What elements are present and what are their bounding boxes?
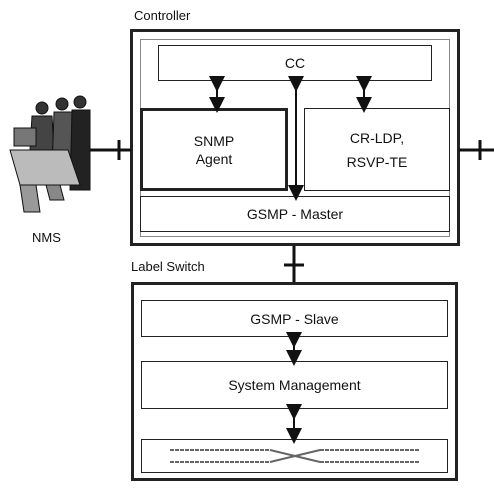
system-management-label: System Management [228,377,361,393]
label-switch-title: Label Switch [131,259,205,274]
cc-label: CC [284,55,306,71]
cc-block: CC [158,45,432,81]
nms-operators-icon [9,95,91,213]
switch-fabric-lines [170,449,420,463]
crldp-rsvpte-block: CR-LDP, RSVP-TE [304,108,450,191]
nms-label: NMS [32,230,61,245]
controller-title: Controller [134,8,191,23]
snmp-agent-line2: Agent [195,150,233,167]
gsmp-slave-block: GSMP - Slave [141,300,448,337]
gsmp-master-label: GSMP - Master [246,206,344,222]
gsmp-slave-label: GSMP - Slave [250,310,339,327]
snmp-agent-block: SNMP Agent [140,108,288,191]
crldp-line2: RSVP-TE [346,153,408,170]
crldp-line1: CR-LDP, [349,129,405,146]
snmp-agent-line1: SNMP [193,132,235,149]
